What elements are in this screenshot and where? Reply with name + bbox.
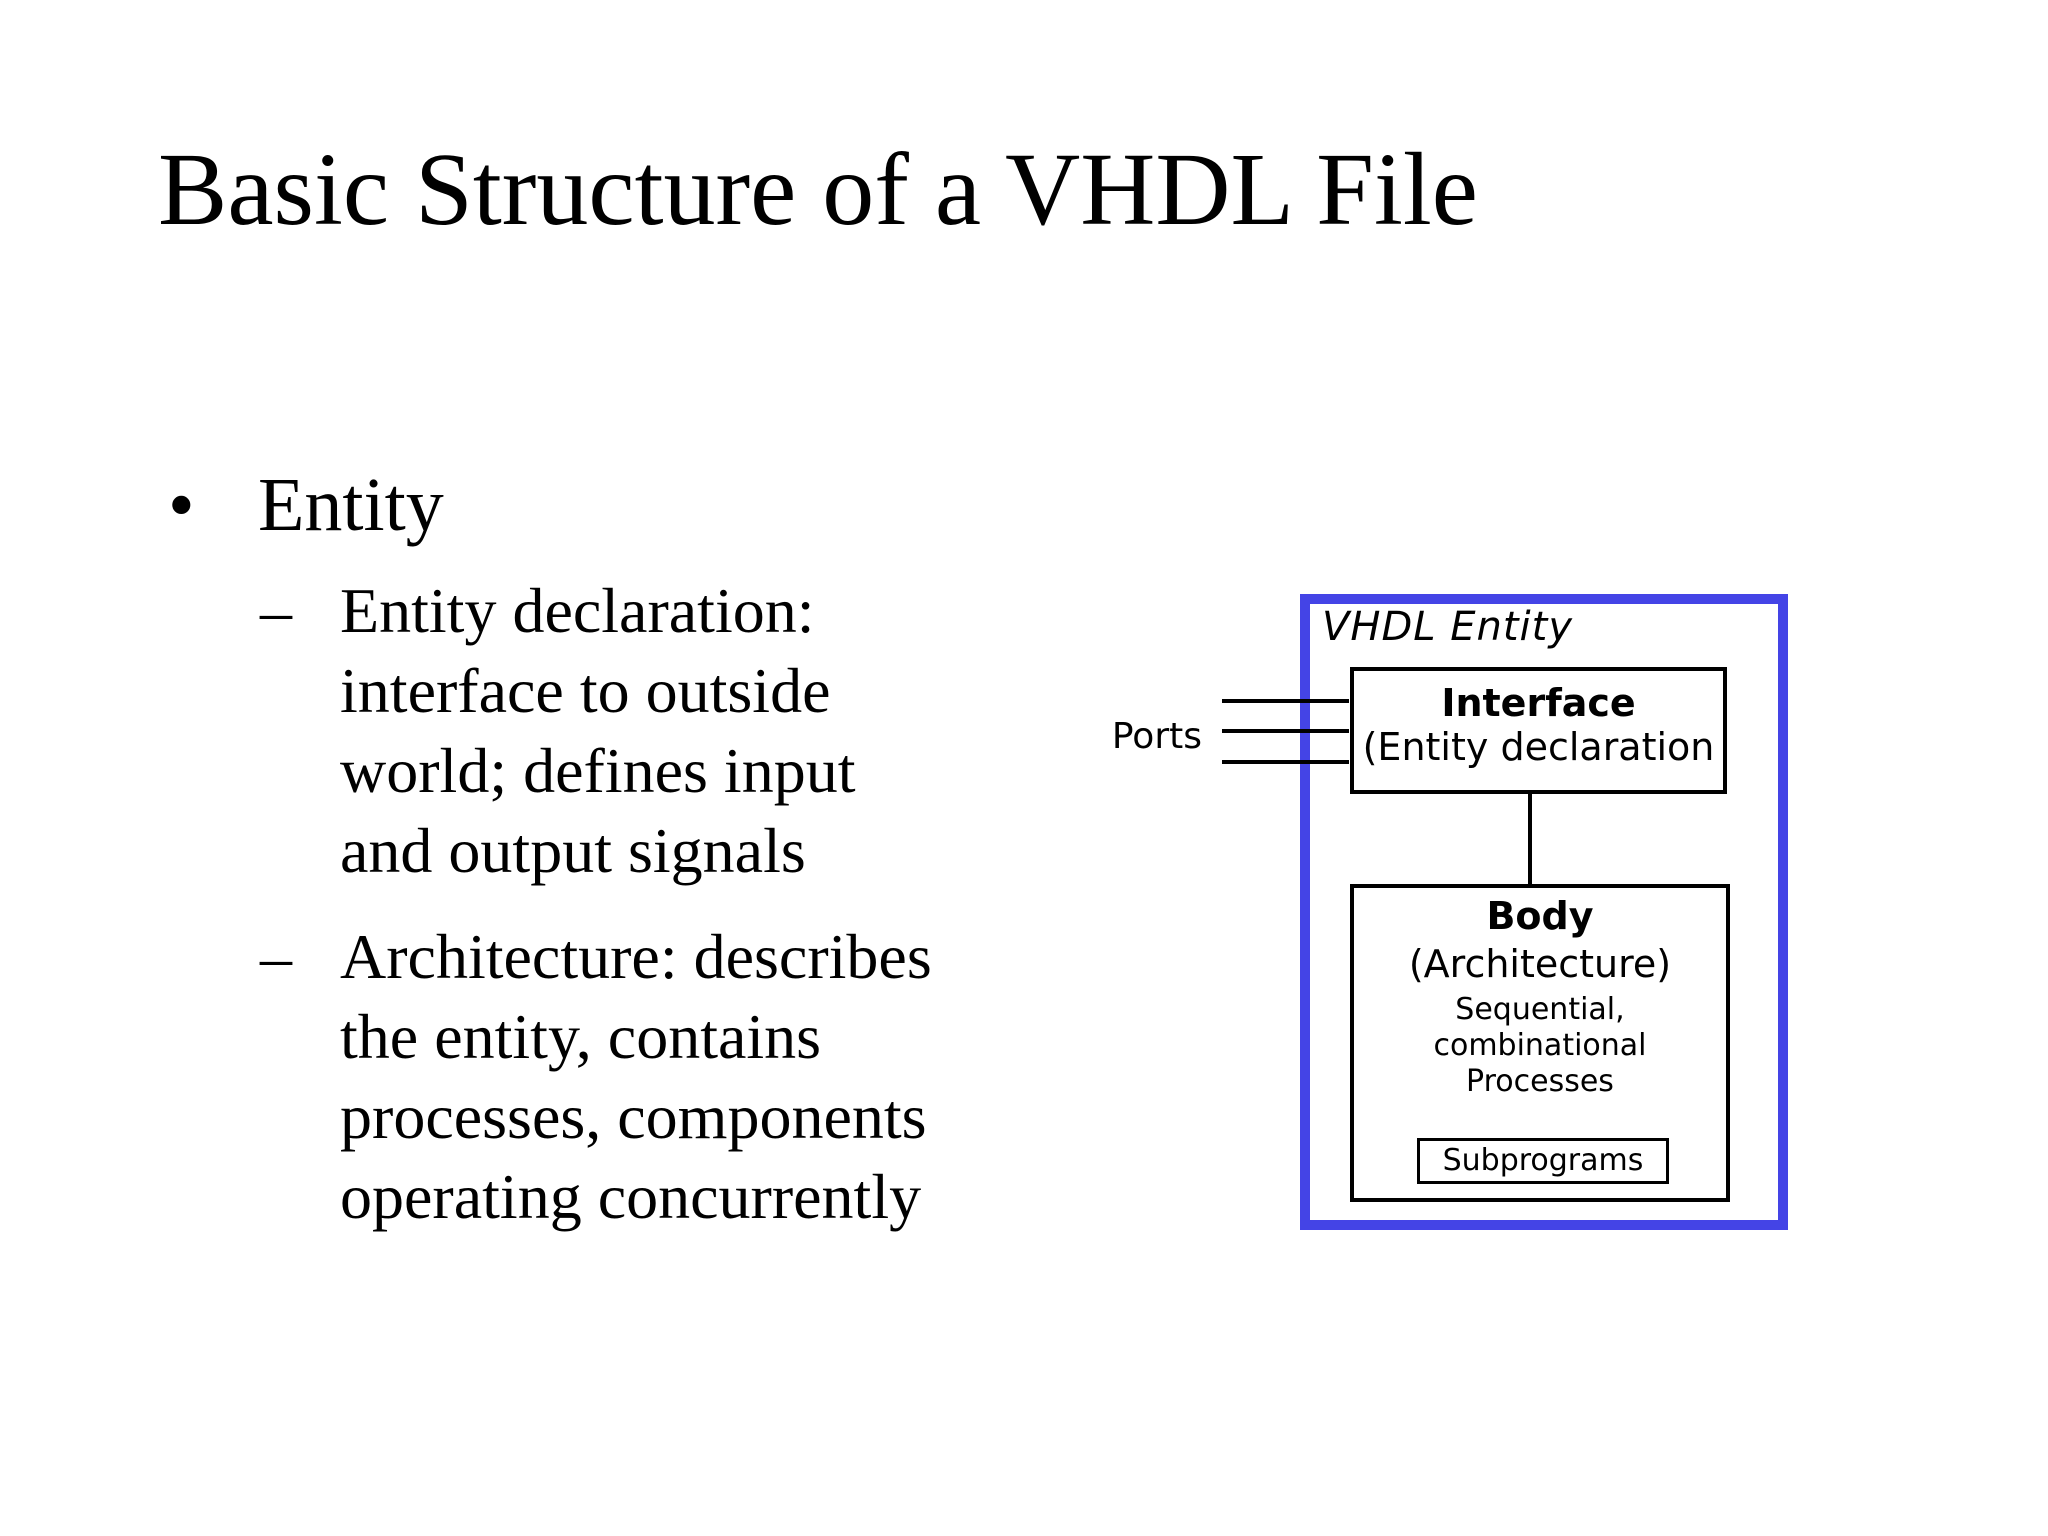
port-line	[1222, 760, 1349, 764]
port-line	[1222, 699, 1349, 703]
ports-label: Ports	[1111, 716, 1202, 757]
sub-bullet-line: processes, components	[340, 1081, 927, 1152]
sub-bullet-line: Entity declaration:	[340, 575, 815, 646]
sub-bullet-line: the entity, contains	[340, 1001, 822, 1072]
bullet-entity: Entity	[258, 463, 444, 547]
sub-bullet-line: operating concurrently	[340, 1161, 922, 1232]
sub-bullet-line: interface to outside	[340, 655, 831, 726]
interface-box-title: Interface	[1441, 681, 1636, 725]
body-box-title: Body	[1486, 894, 1594, 938]
sub-bullet-line: world; defines input	[340, 735, 856, 806]
interface-box	[1350, 667, 1727, 794]
subprograms-box	[1417, 1138, 1669, 1184]
dash-icon: –	[260, 921, 292, 992]
sub-bullet-line: Architecture: describes	[340, 921, 932, 992]
port-line	[1222, 729, 1349, 733]
body-box-line: Sequential,	[1455, 992, 1625, 1027]
bullet-icon: •	[168, 463, 195, 547]
vhdl-entity-label: VHDL Entity	[1322, 604, 1574, 650]
interface-box-subtitle: (Entity declaration	[1362, 725, 1715, 769]
page-title: Basic Structure of a VHDL File	[158, 132, 1478, 247]
connector-line	[1528, 794, 1532, 884]
dash-icon: –	[260, 575, 292, 646]
sub-bullet-architecture: Architecture: describes the entity, cont…	[340, 917, 932, 1237]
body-box-line: combinational	[1433, 1028, 1647, 1063]
sub-bullet-entity-declaration: Entity declaration: interface to outside…	[340, 571, 855, 891]
sub-bullet-line: and output signals	[340, 815, 806, 886]
body-box-line: Processes	[1466, 1064, 1614, 1099]
subprograms-label: Subprograms	[1442, 1143, 1644, 1178]
body-box-subtitle: (Architecture)	[1408, 942, 1672, 986]
